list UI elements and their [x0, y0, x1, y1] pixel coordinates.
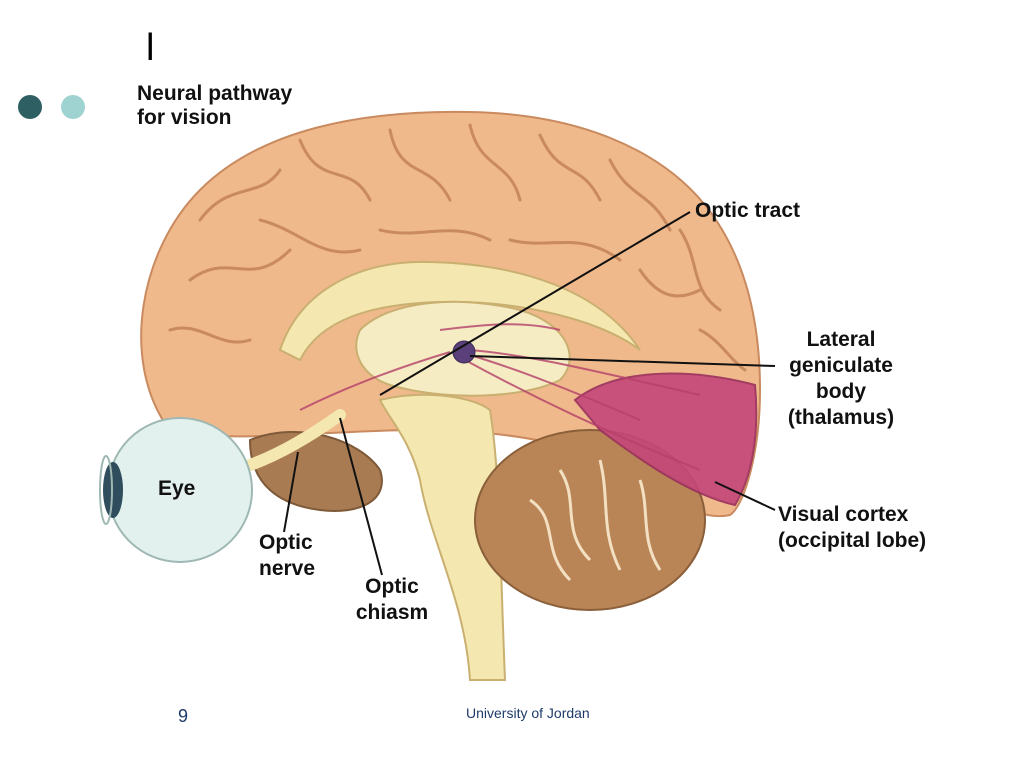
cerebellum-folia	[529, 459, 662, 582]
label-visual-cortex-line-2: (occipital lobe)	[778, 529, 927, 552]
visual-cortex-region	[573, 372, 758, 507]
label-optic-chiasm: Optic chiasm	[350, 574, 434, 626]
label-optic-chiasm-line-1: Optic	[365, 575, 419, 598]
label-optic-nerve: Optic nerve	[259, 530, 315, 582]
figure-heading-line-1: Neural pathway	[137, 82, 293, 105]
bullet-dot-light	[61, 95, 85, 119]
label-lgb-line-1: Lateral	[806, 328, 876, 351]
cerebellum	[474, 429, 706, 611]
label-lgb-line-4: (thalamus)	[787, 406, 895, 429]
leader-optic-nerve	[283, 451, 299, 533]
corpus-callosum	[278, 260, 641, 362]
bullet-dot-dark	[18, 95, 42, 119]
figure-heading: Neural pathway for vision	[137, 82, 292, 130]
label-optic-nerve-line-1: Optic	[259, 531, 313, 554]
label-eye: Eye	[158, 477, 196, 500]
label-optic-tract: Optic tract	[695, 199, 801, 222]
label-lgb-line-3: body	[815, 380, 867, 403]
label-lgb-line-2: geniculate	[789, 354, 893, 377]
footer-text: University of Jordan	[466, 705, 590, 721]
label-optic-nerve-line-2: nerve	[259, 557, 316, 580]
label-lateral-geniculate-body: Lateral geniculate body (thalamus)	[776, 327, 906, 431]
label-visual-cortex: Visual cortex (occipital lobe)	[778, 502, 926, 554]
leader-lines	[283, 211, 776, 576]
slide-title: l	[146, 27, 155, 69]
brainstem	[378, 393, 507, 681]
gyri	[168, 123, 747, 372]
eye-cornea	[99, 455, 113, 525]
label-optic-chiasm-line-2: chiasm	[355, 601, 429, 624]
optic-radiation-fibers	[299, 323, 701, 471]
page-number: 9	[178, 706, 189, 726]
leader-visual-cortex	[714, 481, 776, 511]
leader-lgb	[469, 355, 776, 367]
label-visual-cortex-line-1: Visual cortex	[778, 503, 909, 526]
leader-optic-tract	[379, 211, 691, 396]
leader-optic-chiasm	[339, 417, 383, 576]
figure-heading-line-2: for vision	[137, 106, 232, 129]
